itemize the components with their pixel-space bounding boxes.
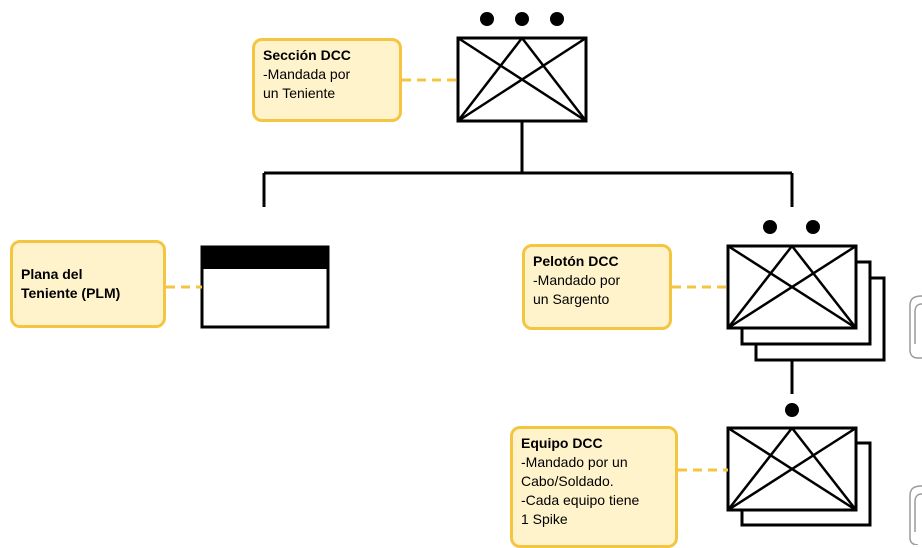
callout-line: -Mandado por [533, 272, 621, 288]
callout-title-line: Teniente (PLM) [21, 285, 121, 301]
size-dot [785, 403, 799, 417]
callout-line: -Mandada por [263, 66, 351, 82]
diagonal [727, 426, 857, 512]
antitank-mark [791, 245, 857, 329]
callout-line: 1 Spike [521, 511, 568, 527]
callout-title: Sección DCC [263, 47, 351, 63]
antitank-mark [727, 245, 793, 329]
callout-title: Equipo DCC [521, 435, 603, 451]
callout-line: un Sargento [533, 291, 610, 307]
size-dot [806, 220, 820, 234]
callout-line: Cabo/Soldado. [521, 473, 614, 489]
callout-equipo-dcc: Equipo DCC -Mandado por un Cabo/Soldado.… [510, 426, 678, 548]
callout-connectors [166, 78, 728, 472]
paperclip-icon [909, 295, 922, 545]
antitank-mark [521, 37, 587, 122]
diagonal [457, 36, 587, 123]
antitank-mark [791, 427, 857, 511]
size-dot [763, 220, 777, 234]
callout-line: -Mandado por un [521, 454, 628, 470]
callout-line: -Cada equipo tiene [521, 492, 640, 508]
headquarters-band [202, 247, 328, 269]
callout-title: Pelotón DCC [533, 253, 619, 269]
antitank-mark [457, 37, 523, 122]
hierarchy-lines [262, 121, 794, 394]
size-dot [515, 12, 529, 26]
callout-seccion-dcc: Sección DCC -Mandada por un Teniente [252, 38, 402, 122]
size-dot [480, 12, 494, 26]
callout-line: un Teniente [263, 85, 336, 101]
callout-title-line: Plana del [21, 266, 83, 282]
equipo-unit-symbol [726, 403, 872, 527]
callout-peloton-dcc: Pelotón DCC -Mandado por un Sargento [522, 244, 672, 330]
plm-unit-symbol [200, 245, 330, 329]
peloton-unit-symbol [726, 220, 886, 362]
seccion-unit-symbol [456, 12, 588, 123]
antitank-mark [727, 427, 793, 511]
callout-plana-teniente: Plana del Teniente (PLM) [10, 240, 166, 328]
size-dot [550, 12, 564, 26]
diagonal [727, 244, 857, 330]
